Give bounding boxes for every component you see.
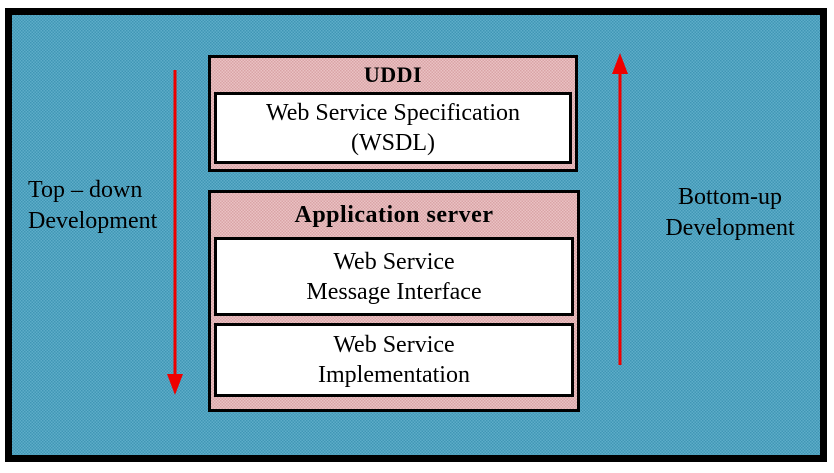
uddi-title: UDDI xyxy=(363,62,423,87)
wsdl-specification-box: Web Service Specification (WSDL) xyxy=(214,92,572,164)
application-server-title: Application server xyxy=(294,201,494,228)
top-down-arrow-icon xyxy=(167,70,183,395)
arrow-head-down xyxy=(167,374,183,395)
bottom-up-label: Bottom-up Development xyxy=(665,184,795,241)
arrow-head-up xyxy=(612,53,628,74)
implementation-box: Web Service Implementation xyxy=(214,323,574,397)
uddi-box: UDDI Web Service Specification (WSDL) xyxy=(208,55,578,172)
application-server-box: Application server Web Service Message I… xyxy=(208,190,580,412)
diagram-frame: Top – down Development UDDI Web Service … xyxy=(5,8,827,462)
bottom-up-arrow-icon xyxy=(612,53,628,365)
top-down-label: Top – down Development xyxy=(28,177,158,234)
message-interface-box: Web Service Message Interface xyxy=(214,237,574,316)
